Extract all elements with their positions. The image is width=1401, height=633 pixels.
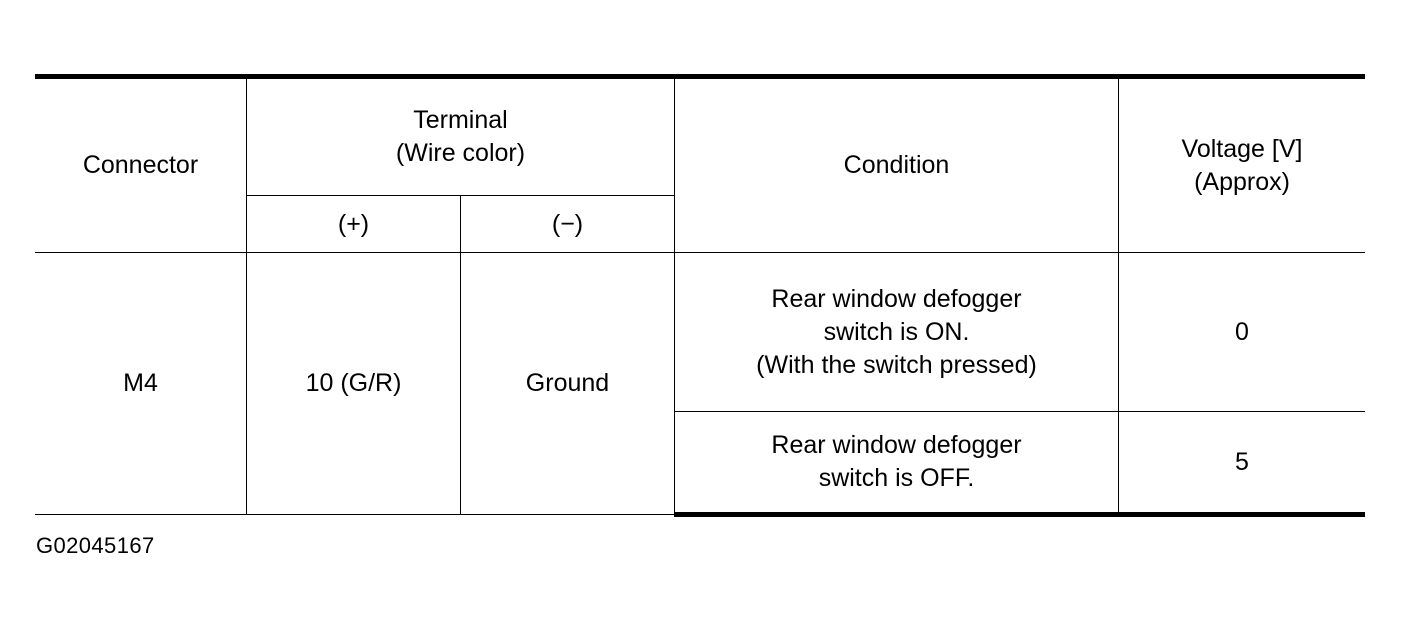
header-row-primary: Connector Terminal (Wire color) Conditio…	[35, 74, 1365, 253]
table-body: M4 10 (G/R) Ground Rear window defogger …	[35, 252, 1365, 517]
header-terminal-positive: (+)	[246, 195, 461, 253]
cell-voltage-on: 0	[1118, 252, 1365, 412]
table-row: M4 10 (G/R) Ground Rear window defogger …	[35, 252, 1365, 515]
condition-on-line2: switch is ON.	[823, 317, 970, 346]
table-header: Connector Terminal (Wire color) Conditio…	[35, 74, 1365, 253]
header-condition: Condition	[674, 74, 1119, 253]
cell-connector-m4: M4	[35, 252, 247, 515]
condition-on-line3: (With the switch pressed)	[756, 350, 1037, 379]
cell-condition-off: Rear window defogger switch is OFF.	[674, 411, 1119, 517]
condition-off-line1: Rear window defogger	[771, 431, 1022, 459]
header-voltage: Voltage [V] (Approx)	[1118, 74, 1365, 253]
header-terminal: Terminal (Wire color)	[246, 74, 675, 196]
cell-voltage-off: 5	[1118, 411, 1365, 517]
table-row: Rear window defogger switch is OFF. 5	[35, 411, 1365, 517]
header-connector: Connector	[35, 74, 247, 253]
cell-terminal-positive: 10 (G/R)	[246, 252, 461, 515]
condition-on-line1: Rear window defogger	[771, 284, 1022, 313]
header-voltage-line1: Voltage [V]	[1181, 134, 1303, 163]
voltage-spec-table: Connector Terminal (Wire color) Conditio…	[35, 74, 1365, 517]
figure-caption: G02045167	[36, 533, 155, 558]
cell-terminal-negative: Ground	[460, 252, 675, 515]
header-terminal-negative: (−)	[460, 195, 675, 253]
cell-condition-on: Rear window defogger switch is ON. (With…	[674, 252, 1119, 412]
condition-off-line2: switch is OFF.	[818, 464, 975, 492]
header-row-secondary: (+) (−)	[35, 195, 1365, 253]
header-voltage-line2: (Approx)	[1194, 167, 1290, 196]
header-terminal-line2: (Wire color)	[395, 139, 526, 167]
header-terminal-line1: Terminal	[413, 106, 508, 134]
